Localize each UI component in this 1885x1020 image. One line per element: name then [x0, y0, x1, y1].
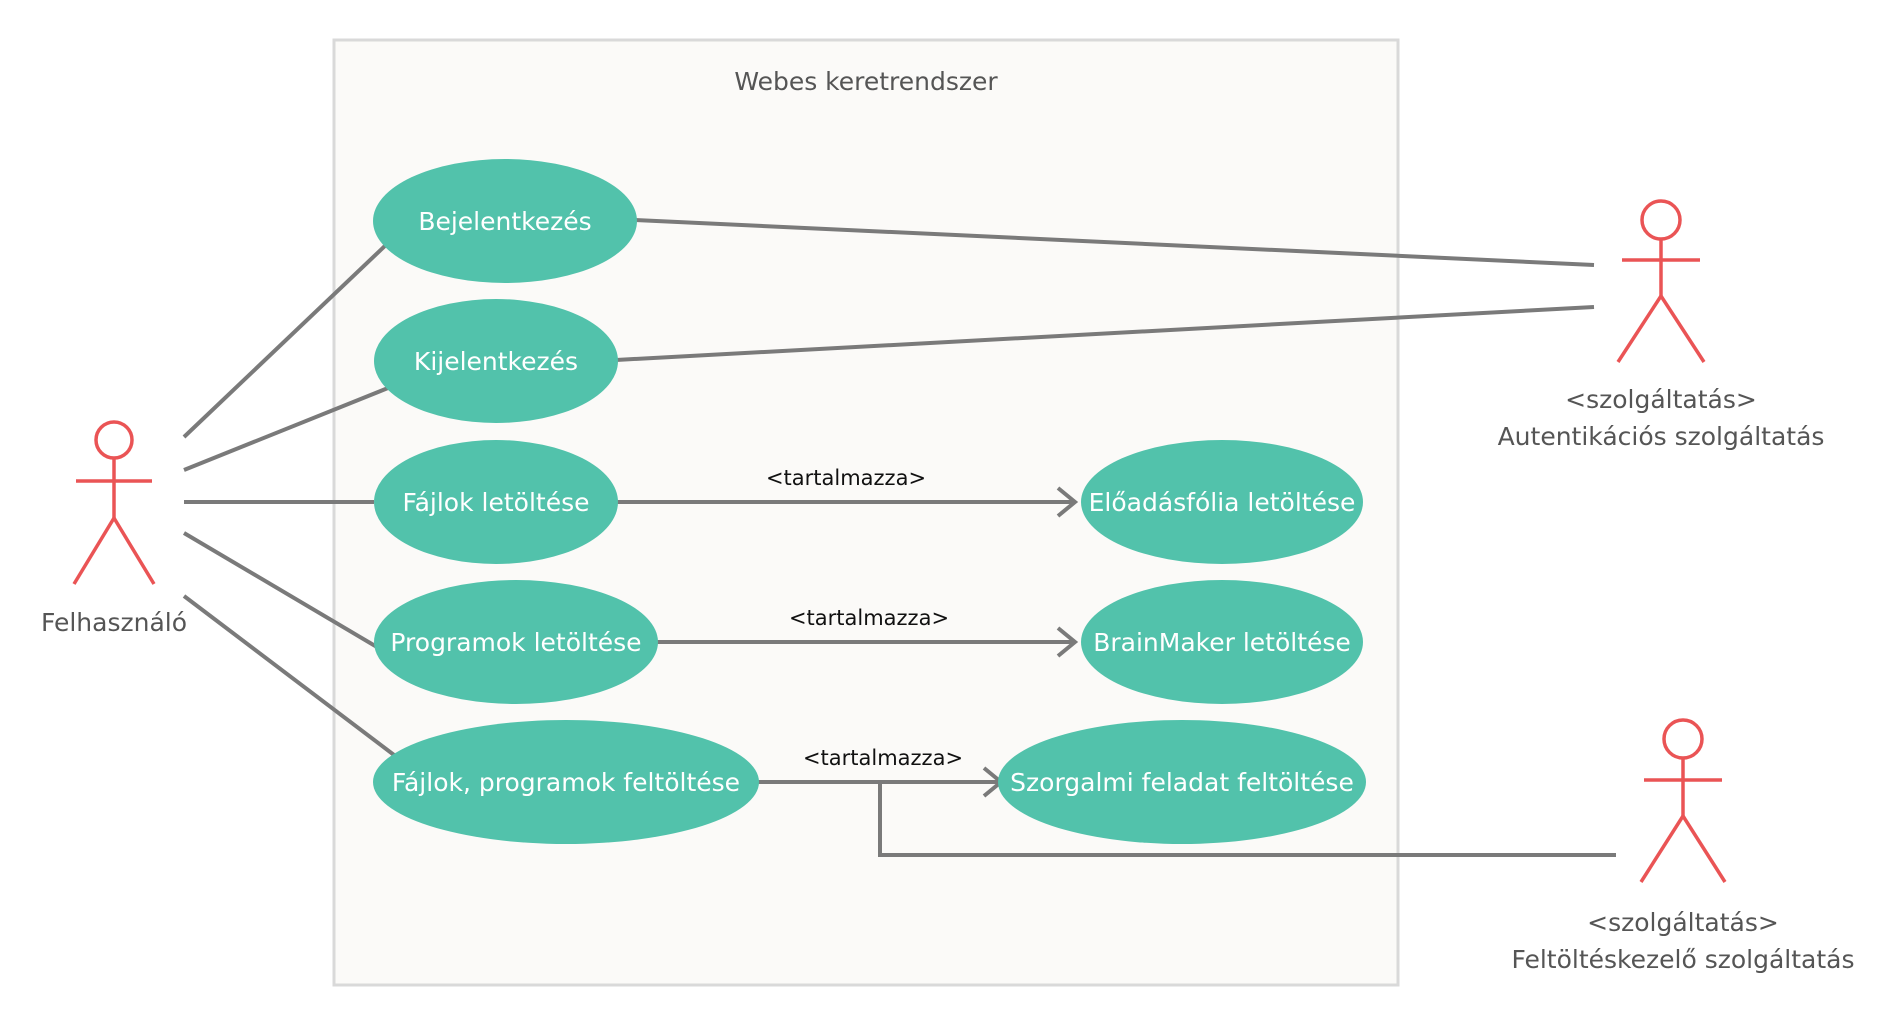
assoc-logout-auth [615, 305, 1595, 362]
actor-upload-service-label: Feltöltéskezelő szolgáltatás [1511, 945, 1854, 974]
use-case-upload-files-programs[interactable]: Fájlok, programok feltöltése [373, 720, 759, 844]
assoc-upload-service [878, 782, 1616, 857]
use-case-download-programs-label: Programok letöltése [390, 628, 641, 657]
actor-auth-service[interactable]: <szolgáltatás> Autentikációs szolgáltatá… [1498, 199, 1825, 451]
actor-upload-service[interactable]: <szolgáltatás> Feltöltéskezelő szolgálta… [1511, 718, 1855, 974]
actor-user-icon [72, 420, 156, 585]
system-title: Webes keretrendszer [734, 67, 998, 96]
assoc-user-upload [182, 594, 400, 760]
include-label-slides: <tartalmazza> [766, 466, 926, 490]
actor-auth-service-icon [1616, 199, 1706, 363]
use-case-login-label: Bejelentkezés [418, 207, 591, 236]
use-case-upload-homework-label: Szorgalmi feladat feltöltése [1010, 768, 1354, 797]
assoc-login-auth [634, 218, 1595, 267]
actor-user-label: Felhasználó [41, 608, 187, 637]
include-arrowhead-brainmaker [1056, 626, 1079, 658]
use-case-download-slides-label: Előadásfólia letöltése [1089, 488, 1356, 517]
use-case-download-slides[interactable]: Előadásfólia letöltése [1081, 440, 1363, 564]
include-label-homework: <tartalmazza> [803, 746, 963, 770]
use-case-download-brainmaker-label: BrainMaker letöltése [1093, 628, 1351, 657]
actor-upload-service-icon [1639, 718, 1727, 883]
actor-user[interactable]: Felhasználó [41, 420, 187, 637]
assoc-user-login [182, 241, 390, 439]
actor-auth-service-label: Autentikációs szolgáltatás [1498, 422, 1825, 451]
use-case-logout-label: Kijelentkezés [414, 347, 578, 376]
use-case-download-files-label: Fájlok letöltése [403, 488, 590, 517]
use-case-upload-homework[interactable]: Szorgalmi feladat feltöltése [998, 720, 1366, 844]
use-case-login[interactable]: Bejelentkezés [373, 159, 637, 283]
use-case-logout[interactable]: Kijelentkezés [374, 299, 618, 423]
assoc-user-logout [183, 386, 389, 472]
use-case-download-files[interactable]: Fájlok letöltése [374, 440, 618, 564]
actor-upload-service-stereotype: <szolgáltatás> [1587, 908, 1779, 937]
include-label-brainmaker: <tartalmazza> [789, 606, 949, 630]
actor-auth-service-stereotype: <szolgáltatás> [1565, 385, 1757, 414]
include-arrowhead-slides [1056, 486, 1079, 518]
use-case-download-brainmaker[interactable]: BrainMaker letöltése [1081, 580, 1363, 704]
assoc-user-download-programs [182, 531, 384, 652]
use-case-upload-files-programs-label: Fájlok, programok feltöltése [392, 768, 740, 797]
use-case-download-programs[interactable]: Programok letöltése [374, 580, 658, 704]
